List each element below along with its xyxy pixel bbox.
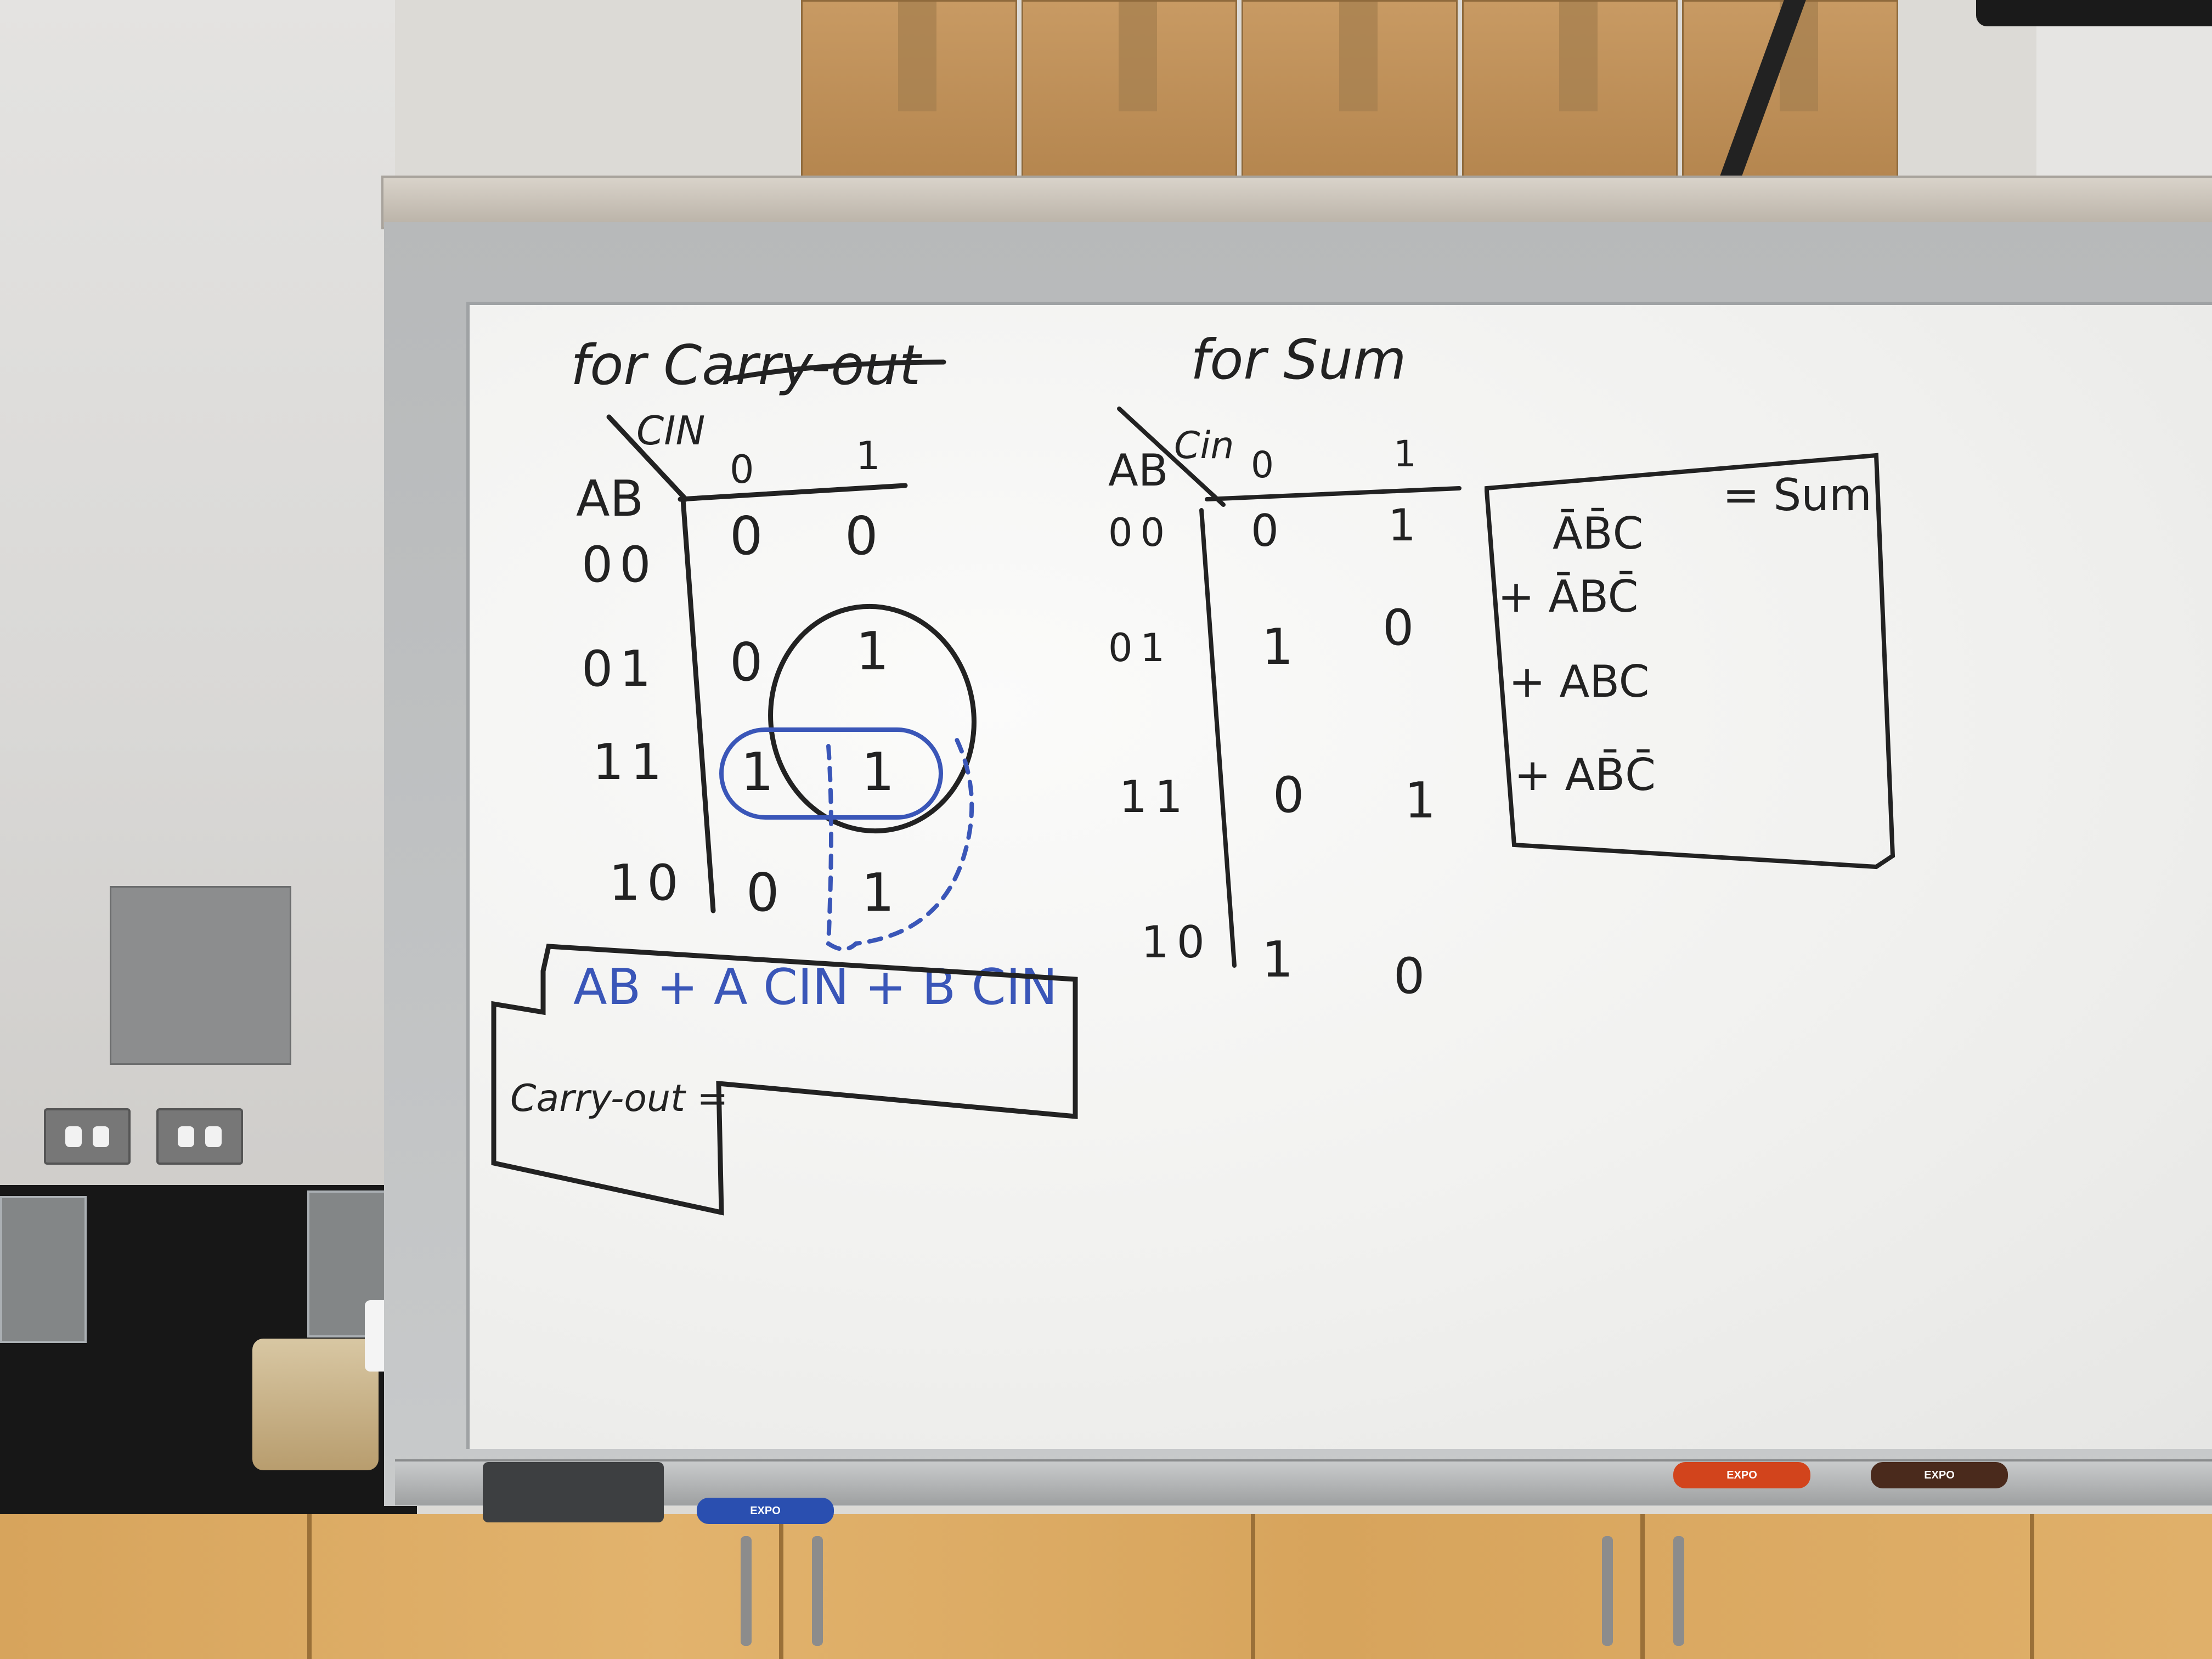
sum-row-label: 11 <box>1119 771 1190 822</box>
carry-out-cell: 0 <box>746 863 779 923</box>
carry-out-row-label: 11 <box>592 733 669 791</box>
carry-out-expression: AB + A CIN + B CIN <box>573 958 1058 1016</box>
cabinet-handle[interactable] <box>812 1536 823 1646</box>
power-outlet <box>156 1108 243 1165</box>
cabinet-divider <box>779 1514 783 1659</box>
carry-out-cell: 1 <box>861 742 894 803</box>
sum-cell: 1 <box>1262 931 1293 989</box>
sum-cell: 1 <box>1404 772 1436 830</box>
sum-cell: 0 <box>1273 766 1304 824</box>
carry-out-group-dashed <box>826 733 974 951</box>
sum-term: + AB̄C̄ <box>1514 749 1656 800</box>
carry-out-cell: 0 <box>730 506 763 567</box>
sum-header-line <box>1205 486 1462 501</box>
cabinet-handle[interactable] <box>1673 1536 1684 1646</box>
cabinet-divider <box>1640 1514 1645 1659</box>
carry-out-row-var: AB <box>576 470 644 528</box>
carry-out-row-label: 00 <box>582 536 658 594</box>
cabinet-divider <box>2030 1514 2034 1659</box>
cabinet-handle[interactable] <box>741 1536 752 1646</box>
wall-right <box>2036 0 2212 198</box>
power-outlet <box>44 1108 131 1165</box>
sum-col-0: 0 <box>1251 444 1274 486</box>
carry-out-row-label: 01 <box>582 640 658 698</box>
sum-row-label: 10 <box>1141 917 1212 968</box>
sum-term: + ĀBC̄ <box>1498 571 1639 622</box>
carry-out-cell: 1 <box>861 863 894 923</box>
cabinet-divider <box>1251 1514 1255 1659</box>
sum-term: ĀB̄C <box>1553 507 1643 559</box>
sum-cell: 0 <box>1393 947 1425 1005</box>
sum-cell: 1 <box>1262 618 1293 676</box>
carry-out-header-line <box>678 483 908 502</box>
sum-expression-box <box>1485 453 1895 870</box>
electrical-panel <box>110 886 291 1065</box>
carry-out-cell: 1 <box>741 742 774 803</box>
sum-equals: = Sum <box>1723 470 1872 521</box>
sum-cell: 1 <box>1388 500 1416 551</box>
sum-col-1: 1 <box>1393 433 1417 475</box>
eraser[interactable] <box>483 1462 664 1522</box>
sum-row-label: 00 <box>1108 510 1172 555</box>
carry-out-diagonal <box>606 414 689 502</box>
projector <box>1976 0 2212 26</box>
cardboard-box <box>801 0 1017 178</box>
sum-term: + ABC <box>1509 656 1650 707</box>
sum-row-label: 01 <box>1108 625 1172 670</box>
cabinets <box>0 1514 2212 1659</box>
carry-out-cell: 0 <box>730 633 763 693</box>
carry-out-cell: 1 <box>856 622 889 682</box>
sum-cell: 0 <box>1383 599 1414 657</box>
sum-diagonal <box>1117 407 1226 507</box>
sum-title: for Sum <box>1190 328 1407 392</box>
marker-brown[interactable]: EXPO <box>1871 1462 2008 1488</box>
carry-out-group-circle <box>768 603 977 834</box>
marker-blue[interactable]: EXPO <box>697 1498 834 1524</box>
sum-header-var: Cin <box>1174 424 1234 467</box>
carry-out-cell: 0 <box>845 506 878 567</box>
cardboard-box <box>1462 0 1678 178</box>
carry-out-left-line <box>680 496 716 913</box>
carry-out-col-1: 1 <box>856 433 881 478</box>
cabinet-divider <box>307 1514 312 1659</box>
sum-cell: 0 <box>1251 505 1279 556</box>
carry-out-col-0: 0 <box>730 447 754 492</box>
carry-out-header-var: CIN <box>636 408 705 454</box>
marker-red[interactable]: EXPO <box>1673 1462 1810 1488</box>
cabinet-handle[interactable] <box>1602 1536 1613 1646</box>
cardboard-boxes <box>801 0 1898 178</box>
cardboard-box <box>1021 0 1238 178</box>
storage-bin <box>0 1196 87 1343</box>
carry-out-callout-box <box>491 944 1078 1216</box>
carry-out-row-label: 10 <box>609 854 685 912</box>
sum-row-var: AB <box>1108 445 1169 496</box>
pencil-sharpener <box>252 1339 379 1470</box>
carry-out-result-label: Carry-out = <box>510 1077 728 1120</box>
title-underline <box>727 359 946 381</box>
sum-left-line <box>1199 508 1237 968</box>
